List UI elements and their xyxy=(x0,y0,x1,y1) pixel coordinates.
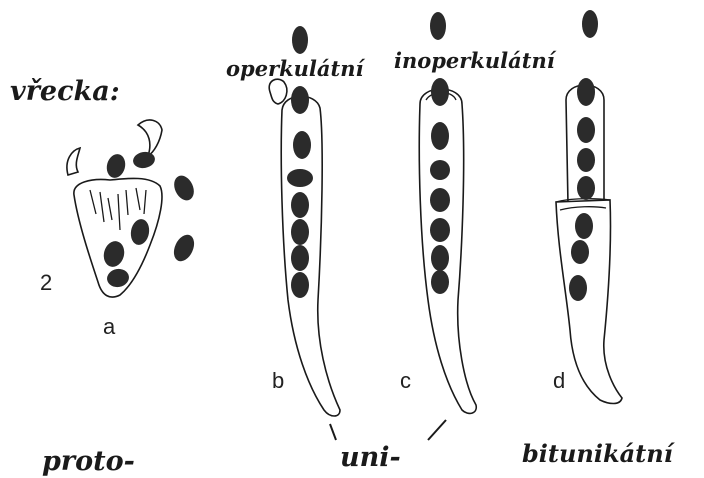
label-inoperculate: inoperkulátní xyxy=(394,48,557,73)
label-a: a xyxy=(103,314,116,339)
ascus-b xyxy=(269,26,340,416)
label-proto: proto- xyxy=(42,446,135,477)
spore xyxy=(287,169,313,187)
spore xyxy=(170,232,198,265)
spore xyxy=(582,10,598,38)
spore xyxy=(291,192,309,218)
spore xyxy=(577,117,595,143)
label-d: d xyxy=(553,368,565,393)
ascus-d xyxy=(556,10,622,404)
spore xyxy=(430,12,446,40)
spore xyxy=(431,245,449,271)
spore xyxy=(430,218,450,242)
uni-pointer-left xyxy=(330,424,336,440)
label-c: c xyxy=(400,368,411,393)
heading-text: vřecka: xyxy=(10,76,120,107)
ascus-a-fragment-right xyxy=(138,120,162,156)
spore xyxy=(431,122,449,150)
spore xyxy=(291,245,309,271)
ascus-a xyxy=(67,120,198,297)
label-bitunicate: bitunikátní xyxy=(522,439,676,468)
spore xyxy=(291,219,309,245)
spore xyxy=(431,78,449,106)
spore xyxy=(291,272,309,298)
label-b: b xyxy=(272,368,284,393)
spore xyxy=(170,172,197,203)
spore xyxy=(571,240,589,264)
spore xyxy=(292,26,308,54)
spore xyxy=(577,148,595,172)
spore xyxy=(132,150,156,170)
spore xyxy=(293,131,311,159)
spore xyxy=(569,275,587,301)
spore xyxy=(430,188,450,212)
figure-number: 2 xyxy=(40,270,52,295)
spore xyxy=(575,213,593,239)
label-operculate: operkulátní xyxy=(226,56,365,81)
uni-pointer-right xyxy=(428,420,446,440)
spore xyxy=(291,86,309,114)
label-uni: uni- xyxy=(340,442,401,473)
spore xyxy=(431,270,449,294)
spore xyxy=(577,176,595,200)
spore xyxy=(577,78,595,106)
ascus-b-operculum xyxy=(269,79,287,104)
ascus-a-fragment-left xyxy=(67,148,80,175)
spore xyxy=(430,160,450,180)
spore xyxy=(104,152,128,180)
